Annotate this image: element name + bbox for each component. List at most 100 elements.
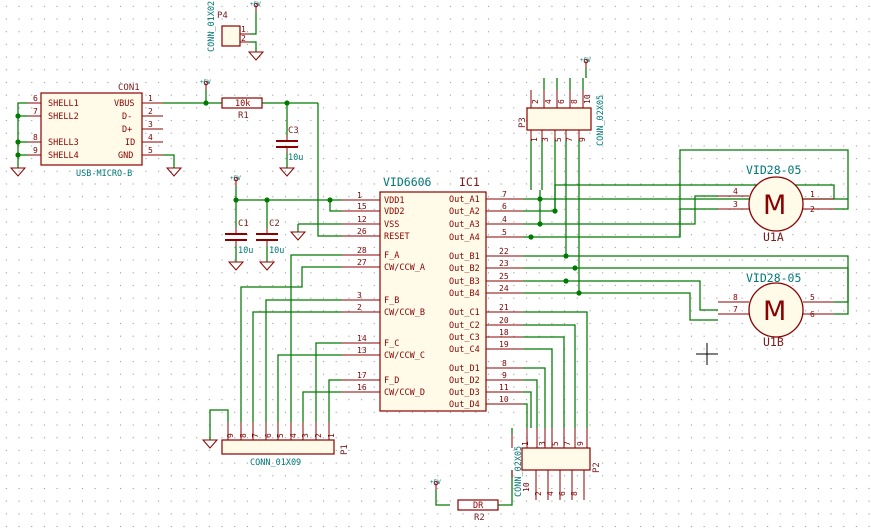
con1-id: ID — [125, 138, 135, 148]
power-symbols: +5V +5V +5V +5V +5V — [200, 1, 591, 490]
capacitor-c1[interactable]: C1 10u — [225, 219, 253, 256]
ic1-pin-num: 21 — [499, 303, 509, 312]
ic1-pin-name: F_A — [384, 251, 399, 261]
resistor-r1[interactable]: 10k R1 — [221, 97, 263, 121]
ic1-pin-num: 2 — [357, 303, 362, 312]
u1a-pin: 4 — [733, 187, 738, 196]
ic1-pin-name: VDD1 — [384, 196, 404, 206]
p1-pin: 3 — [301, 433, 310, 438]
con1-pin-1: 1 — [148, 94, 153, 103]
ic1-pin-name: Out_C2 — [449, 321, 480, 331]
power-r2: +5V — [430, 479, 441, 490]
ic1-pin-name: CW/CCW_C — [384, 351, 425, 361]
ic1-pin-num: 27 — [357, 258, 367, 267]
ic1-pin-name: Out_D1 — [449, 364, 480, 374]
ic1-pin-num: 23 — [499, 259, 509, 268]
p4-ref: P4 — [217, 11, 228, 21]
u1b-ref: U1B — [763, 335, 784, 349]
con1-gnd: GND — [118, 151, 133, 161]
p2-pin: 2 — [534, 491, 543, 496]
p4-pin-1: 1 — [241, 25, 246, 34]
ic1-pin-num: 16 — [357, 383, 367, 392]
p3-pin: 8 — [570, 99, 579, 104]
ic1-pin-name: Out_A2 — [449, 207, 480, 217]
motor-u1a[interactable]: M 4 3 1 2 VID28-05 U1A — [718, 163, 834, 244]
ic1-pin-name: F_D — [384, 376, 399, 386]
p1-pin: 2 — [314, 433, 323, 438]
c2-value: 10u — [269, 246, 284, 256]
con1-ref: CON1 — [118, 83, 140, 93]
ic1-pin-name: F_C — [384, 339, 399, 349]
con1-dminus: D- — [122, 112, 132, 122]
junctions — [15, 100, 582, 296]
capacitor-c3[interactable]: C3 10u — [276, 126, 303, 163]
motor-u1b[interactable]: M 8 7 5 6 VID28-05 U1B — [718, 271, 834, 349]
con1-pin-4: 4 — [148, 133, 153, 142]
u1b-pin: 7 — [733, 305, 738, 314]
ic1-pin-num: 9 — [502, 371, 507, 380]
ic1-pin-num: 25 — [499, 272, 509, 281]
p2-connector[interactable]: 1 3 5 7 9 2 4 6 8 10 P2 CONN_02X05 — [511, 428, 602, 500]
usb-connector[interactable]: CON1 USB-MICRO-B SHELL1 SHELL2 SHELL3 SH… — [28, 83, 163, 179]
u1a-pin: 2 — [810, 205, 815, 214]
ic1-pin-name: Out_A4 — [449, 233, 480, 243]
wires — [17, 12, 849, 506]
r1-value: 10k — [235, 99, 250, 109]
p4-connector[interactable]: P4 1 2 CONN_01X02 — [207, 1, 250, 52]
u1a-ref: U1A — [763, 230, 784, 244]
ic1-pin-name: Out_A1 — [449, 195, 480, 205]
c3-ref: C3 — [288, 126, 299, 136]
con1-vbus: VBUS — [114, 99, 134, 109]
p1-connector[interactable]: 9 8 7 6 5 4 3 2 1 CONN_01X09 P1 — [221, 422, 350, 468]
power-vdd: +5V — [230, 175, 241, 186]
r2-value: DR — [473, 501, 484, 511]
ic1-pin-num: 4 — [502, 215, 507, 224]
power-label: +5V — [250, 1, 261, 8]
ic1-pin-num: 11 — [499, 383, 509, 392]
ic1-pin-num: 3 — [357, 291, 362, 300]
p2-pin: 7 — [563, 441, 572, 446]
con1-dplus: D+ — [122, 125, 132, 135]
con1-pin-6: 6 — [33, 94, 38, 103]
u1b-pin: 8 — [733, 293, 738, 302]
crosshair-cursor-icon — [696, 343, 718, 365]
ic1-pin-num: 14 — [357, 334, 367, 343]
power-label: +5V — [200, 79, 211, 86]
ic1-pin-num: 17 — [357, 371, 367, 380]
ic1-pin-num: 22 — [499, 247, 509, 256]
ic1-ref: IC1 — [459, 175, 480, 189]
con1-shell2: SHELL2 — [48, 112, 79, 122]
power-label: +5V — [230, 175, 241, 182]
power-p3: +5V — [580, 57, 591, 68]
u1a-value: VID28-05 — [746, 163, 801, 177]
p1-pin: 1 — [327, 433, 336, 438]
p3-pin: 2 — [531, 99, 540, 104]
resistor-r2[interactable]: DR R2 — [457, 499, 499, 523]
ic1-pin-num: 18 — [499, 328, 509, 337]
p3-pin: 7 — [565, 137, 574, 142]
p3-connector[interactable]: 2 4 6 8 10 1 3 5 7 9 P3 CONN_02X05 — [518, 90, 606, 146]
p3-pin: 5 — [554, 137, 563, 142]
p2-pin: 1 — [521, 441, 530, 446]
motor-symbol: M — [763, 296, 786, 327]
ic1-value: VID6606 — [383, 175, 432, 189]
ic1-pin-name: Out_C1 — [449, 308, 480, 318]
ic1-pin-name: Out_B1 — [449, 252, 480, 262]
ic1-pin-name: CW/CCW_B — [384, 308, 425, 318]
ic1-pin-num: 12 — [357, 215, 367, 224]
power-vbus: +5V — [200, 79, 211, 90]
r2-ref: R2 — [474, 513, 485, 523]
p1-pin: 5 — [276, 433, 285, 438]
con1-pin-9: 9 — [33, 146, 38, 155]
ic1-pin-num: 26 — [357, 227, 367, 236]
p3-pin: 1 — [530, 137, 539, 142]
capacitor-c2[interactable]: C2 10u — [256, 219, 284, 256]
ic1-pin-name: Out_B2 — [449, 264, 480, 274]
p2-value: CONN_02X05 — [514, 446, 524, 497]
p3-pin: 6 — [557, 99, 566, 104]
u1b-pin: 6 — [810, 310, 815, 319]
p3-ref: P3 — [518, 117, 528, 128]
